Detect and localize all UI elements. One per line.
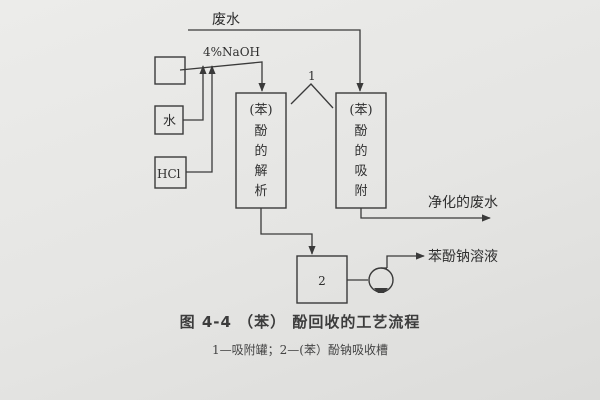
pump-icon <box>347 267 394 293</box>
naoh-label: 4%NaOH <box>203 45 260 59</box>
wastewater-inlet-line <box>188 29 364 92</box>
svg-text:酚: 酚 <box>354 124 367 139</box>
decomposition-column-text: (苯) 酚 的 解 析 <box>249 103 272 199</box>
naoh-tank <box>154 56 186 85</box>
figure-caption-legend: 1—吸附罐；2—(苯）酚钠吸收槽 <box>212 343 388 357</box>
svg-text:酚: 酚 <box>254 124 267 139</box>
hcl-feed-line <box>186 65 216 173</box>
svg-text:的: 的 <box>354 143 367 159</box>
svg-text:解: 解 <box>254 164 267 179</box>
phenolate-outlet-line <box>386 252 425 268</box>
tank-2-label: 2 <box>318 274 326 288</box>
purified-water-line <box>360 208 491 222</box>
wastewater-in-label: 废水 <box>212 12 240 28</box>
adsorption-column-text: (苯) 酚 的 吸 附 <box>349 103 372 199</box>
svg-text:吸: 吸 <box>354 164 367 179</box>
water-feed-line <box>183 65 207 121</box>
hcl-label: HCl <box>157 167 181 181</box>
sodium-phenolate-label: 苯酚钠溶液 <box>428 248 498 265</box>
to-tank-2-line <box>260 208 316 255</box>
svg-text:(苯): (苯) <box>249 103 272 118</box>
svg-text:附: 附 <box>354 184 367 199</box>
naoh-feed-line <box>179 61 266 92</box>
figure-caption-title: 图 4-4 （苯） 酚回收的工艺流程 <box>179 313 421 331</box>
callout-1-leader <box>290 83 334 109</box>
svg-text:(苯): (苯) <box>349 103 372 118</box>
water-label: 水 <box>163 114 176 129</box>
svg-text:析: 析 <box>254 184 267 199</box>
svg-text:的: 的 <box>254 143 267 159</box>
callout-1-label: 1 <box>308 69 316 83</box>
purified-water-label: 净化的废水 <box>428 195 498 211</box>
